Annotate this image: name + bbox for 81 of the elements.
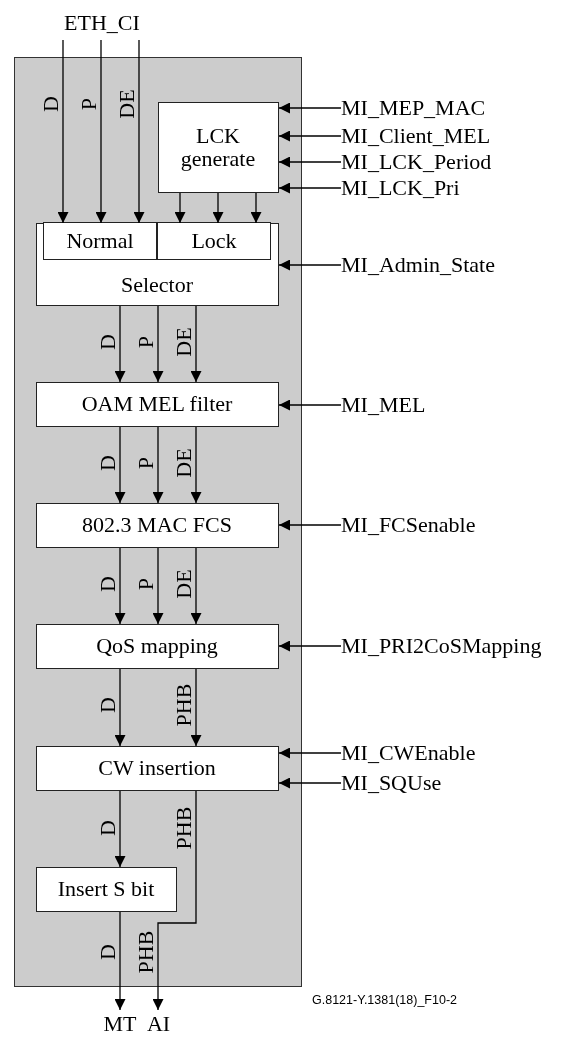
arrow bbox=[278, 102, 342, 114]
arrow bbox=[152, 790, 197, 1011]
signal-label: MI_LCK_Period bbox=[341, 149, 563, 175]
process-block bbox=[35, 502, 279, 548]
signal-label: MT bbox=[102, 1010, 138, 1038]
arrow bbox=[190, 547, 202, 625]
edge-label: D bbox=[97, 334, 119, 350]
signal-label: ETH_CI bbox=[52, 6, 152, 40]
signal-label: MI_Admin_State bbox=[341, 252, 563, 278]
arrow bbox=[278, 259, 342, 271]
arrow bbox=[278, 130, 342, 142]
edge-label: D bbox=[97, 697, 119, 713]
edge-label: D bbox=[40, 96, 62, 112]
process-block bbox=[35, 381, 279, 427]
edge-label: D bbox=[97, 820, 119, 836]
arrow bbox=[152, 426, 164, 504]
signal-label: MI_MEP_MAC bbox=[341, 95, 563, 121]
edge-label: DE bbox=[116, 89, 138, 119]
block-label: 802.3 MAC FCS bbox=[82, 513, 232, 537]
process-block bbox=[35, 866, 177, 912]
arrow bbox=[114, 547, 126, 625]
signal-label: MI_Client_MEL bbox=[341, 123, 563, 149]
arrow bbox=[174, 192, 186, 224]
process-block bbox=[35, 623, 279, 669]
arrow bbox=[114, 911, 126, 1011]
block-label: OAM MEL filter bbox=[81, 392, 233, 416]
arrow bbox=[278, 519, 342, 531]
block-label: Lock bbox=[191, 229, 237, 253]
block-label: Selector bbox=[119, 273, 195, 297]
arrow bbox=[278, 640, 342, 652]
signal-label: AI bbox=[146, 1010, 171, 1038]
edge-label: P bbox=[135, 577, 157, 591]
signal-label: MI_PRI2CoSMapping bbox=[341, 633, 563, 659]
block-label: Insert S bit bbox=[57, 877, 155, 901]
edge-label: PHB bbox=[173, 683, 195, 727]
arrow bbox=[152, 305, 164, 383]
arrow bbox=[278, 399, 342, 411]
arrow bbox=[278, 182, 342, 194]
edge-label: D bbox=[97, 576, 119, 592]
arrow bbox=[190, 305, 202, 383]
edge-label: DE bbox=[173, 327, 195, 357]
arrow bbox=[250, 192, 262, 224]
arrow bbox=[278, 777, 342, 789]
process-block bbox=[35, 222, 279, 306]
edge-label: D bbox=[97, 944, 119, 960]
signal-label: MI_LCK_Pri bbox=[341, 175, 563, 201]
block-label: LCK generate bbox=[179, 123, 257, 171]
arrow bbox=[190, 426, 202, 504]
process-block bbox=[35, 745, 279, 791]
arrow bbox=[57, 39, 69, 224]
edge-label: P bbox=[135, 335, 157, 349]
arrow bbox=[278, 156, 342, 168]
process-block bbox=[43, 222, 157, 260]
edge-label: P bbox=[135, 456, 157, 470]
edge-label: DE bbox=[173, 569, 195, 599]
function-block-frame bbox=[14, 57, 302, 987]
block-label: Normal bbox=[66, 229, 134, 253]
signal-label: MI_FCSenable bbox=[341, 512, 563, 538]
arrow bbox=[114, 305, 126, 383]
edge-label: D bbox=[97, 455, 119, 471]
arrow bbox=[278, 747, 342, 759]
block-label: QoS mapping bbox=[96, 634, 218, 658]
process-block bbox=[157, 222, 271, 260]
figure-number: G.8121-Y.1381(18)_F10-2 bbox=[312, 993, 457, 1007]
process-block bbox=[157, 101, 279, 193]
edge-label: P bbox=[78, 97, 100, 111]
arrow bbox=[114, 426, 126, 504]
edge-label: DE bbox=[173, 448, 195, 478]
arrow bbox=[95, 39, 107, 224]
signal-label: MI_MEL bbox=[341, 392, 563, 418]
arrow bbox=[190, 668, 202, 747]
arrow bbox=[114, 668, 126, 747]
arrow bbox=[152, 547, 164, 625]
block-label: CW insertion bbox=[98, 756, 216, 780]
signal-label: PHB bbox=[135, 930, 157, 974]
signal-label: MI_SQUse bbox=[341, 770, 563, 796]
arrow bbox=[133, 39, 145, 224]
arrow bbox=[212, 192, 224, 224]
arrow bbox=[114, 790, 126, 868]
edge-label: PHB bbox=[173, 806, 195, 850]
signal-label: MI_CWEnable bbox=[341, 740, 563, 766]
